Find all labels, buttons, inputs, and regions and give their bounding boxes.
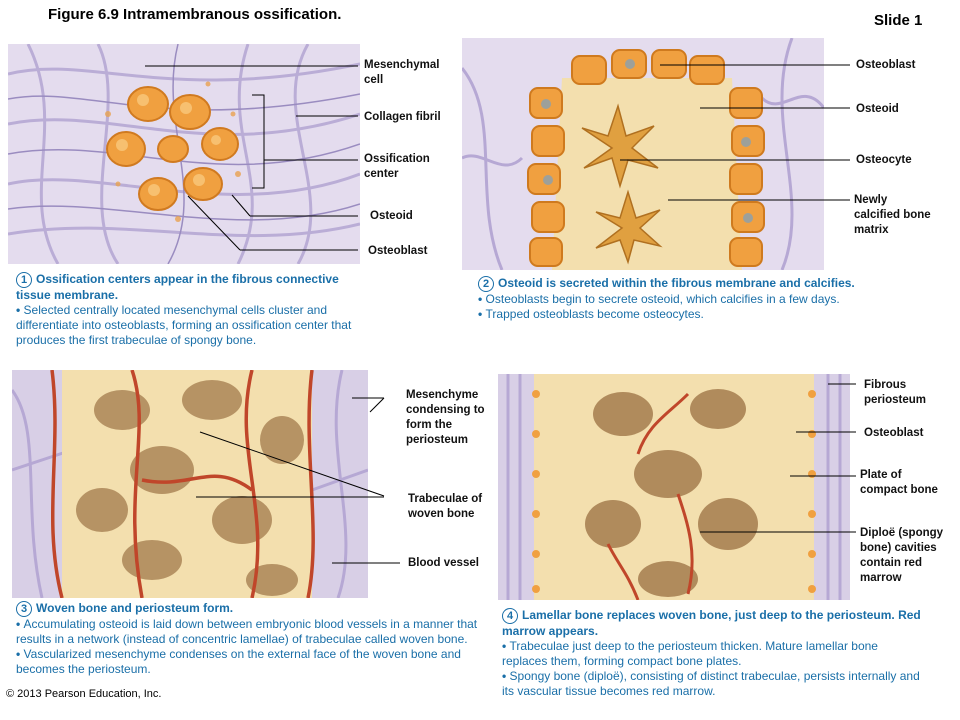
- caption-3-bullet-2: Vascularized mesenchyme condenses on the…: [16, 647, 461, 676]
- panel-1-illustration: [8, 44, 360, 264]
- label-blood-vessel: Blood vessel: [408, 557, 479, 569]
- label-osteoid-2: Osteoid: [856, 103, 899, 115]
- step-number-4: 4: [502, 608, 518, 624]
- label-trabeculae-woven-bone: Trabeculae of woven bone: [408, 493, 483, 520]
- caption-4-bullet-1: Trabeculae just deep to the periosteum t…: [502, 639, 878, 668]
- marrow-vessels: [606, 392, 694, 600]
- caption-4-title: Lamellar bone replaces woven bone, just …: [502, 608, 921, 638]
- caption-3-bullet-1: Accumulating osteoid is laid down betwee…: [16, 617, 478, 646]
- caption-1-title: Ossification centers appear in the fibro…: [16, 272, 339, 302]
- panel-3-illustration: [12, 370, 368, 598]
- label-plate-compact-bone: Plate of compact bone: [860, 469, 938, 496]
- label-osteoblast-1: Osteoblast: [368, 245, 428, 257]
- caption-3-title: Woven bone and periosteum form.: [36, 601, 234, 615]
- label-osteocyte: Osteocyte: [856, 154, 912, 166]
- figure-title: Figure 6.9 Intramembranous ossification.: [48, 6, 342, 23]
- label-osteoblast-2: Osteoblast: [856, 59, 916, 71]
- label-diploe: Diploë (spongy bone) cavities contain re…: [860, 527, 944, 584]
- caption-2-title: Osteoid is secreted within the fibrous m…: [498, 276, 855, 290]
- osteocytes: [581, 103, 663, 265]
- slide-label: Slide 1: [874, 12, 923, 29]
- label-osteoblast-4: Osteoblast: [864, 427, 924, 439]
- osteoblast-row: [527, 49, 765, 267]
- label-newly-calcified-bone-matrix: Newly calcified bone matrix: [854, 194, 931, 236]
- caption-2-bullet-2: Trapped osteoblasts become osteocytes.: [485, 307, 704, 321]
- label-osteoid-1: Osteoid: [370, 210, 413, 222]
- step-number-1: 1: [16, 272, 32, 288]
- caption-4-bullet-2: Spongy bone (diploë), consisting of dist…: [502, 669, 920, 698]
- label-ossification-center: Ossification center: [364, 153, 430, 180]
- caption-1-bullet-1: Selected centrally located mesenchymal c…: [16, 303, 352, 347]
- label-mesenchyme-condensing: Mesenchyme condensing to form the perios…: [406, 389, 485, 446]
- panel-4-illustration: [498, 374, 850, 600]
- caption-2-bullet-1: Osteoblasts begin to secrete osteoid, wh…: [485, 292, 840, 306]
- ossification-center-cells: [105, 81, 241, 222]
- label-mesenchymal-cell: Mesenchymal cell: [364, 59, 440, 86]
- copyright-notice: © 2013 Pearson Education, Inc.: [6, 688, 162, 700]
- caption-panel-2: 2 Osteoid is secreted within the fibrous …: [478, 276, 855, 321]
- step-number-3: 3: [16, 601, 32, 617]
- diploe-cavities: [585, 389, 758, 597]
- label-fibrous-periosteum: Fibrous periosteum: [864, 379, 926, 406]
- step-number-2: 2: [478, 276, 494, 292]
- label-collagen-fibril: Collagen fibril: [364, 111, 441, 123]
- panel-2-illustration: [462, 38, 824, 270]
- osteoblast-layer: [532, 390, 816, 593]
